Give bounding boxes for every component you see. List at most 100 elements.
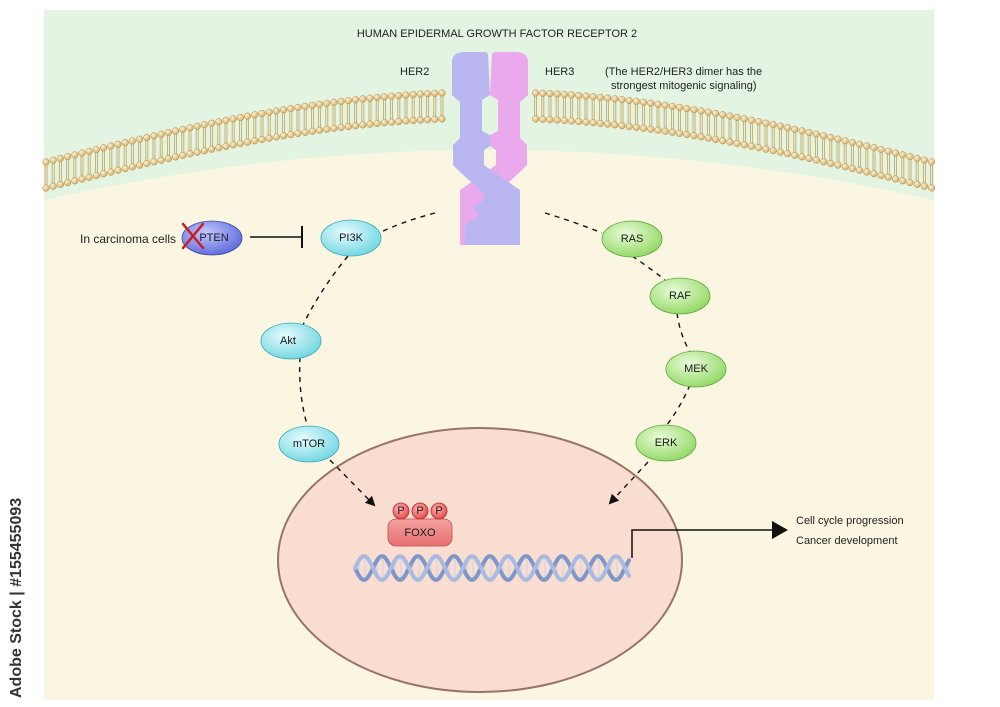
lipid-head (359, 95, 367, 103)
lipid-head (791, 151, 799, 159)
lipid-head (424, 90, 432, 98)
lipid-head (258, 135, 266, 144)
lipid-head (136, 161, 144, 169)
lipid-head (208, 119, 216, 127)
lipid-head (359, 121, 367, 129)
lipid-head (49, 156, 57, 164)
connector-mtor-foxo (329, 459, 376, 507)
lipid-head (712, 109, 720, 117)
lipid-head (316, 126, 324, 134)
lipid-head (395, 117, 403, 126)
phosphate-2-label: P (416, 505, 423, 517)
lipid-head (884, 147, 892, 155)
lipid-head (834, 135, 842, 143)
lipid-head (316, 100, 324, 108)
lipid-head (690, 132, 698, 140)
lipid-head (913, 154, 921, 162)
lipid-head (323, 99, 331, 107)
lipid-head (373, 119, 381, 127)
foxo-label: FOXO (404, 527, 436, 539)
lipid-head (229, 115, 237, 123)
lipid-head (697, 107, 705, 115)
lipid-head (424, 116, 432, 124)
phosphate-1 (392, 502, 410, 520)
lipid-head (100, 144, 108, 152)
lipid-head (632, 123, 640, 131)
nucleus (277, 427, 683, 693)
lipid-head (56, 154, 64, 162)
lipid-head (812, 156, 820, 164)
carcinoma-label: In carcinoma cells (80, 232, 176, 246)
lipid-head (856, 140, 864, 148)
lipid-head (344, 96, 352, 105)
lipid-head (546, 90, 554, 98)
lipid-head (755, 118, 763, 126)
lipid-head (640, 98, 648, 106)
mtor-label: mTOR (293, 438, 325, 450)
lipid-head (200, 121, 208, 129)
lipid-head (719, 137, 727, 145)
lipid-head (625, 96, 633, 105)
lipid-head (618, 122, 626, 130)
lipid-head (596, 119, 604, 127)
lipid-head (647, 99, 655, 107)
lipid-head (676, 129, 684, 137)
akt-node (260, 322, 322, 360)
lipid-head (748, 116, 756, 124)
lipid-head (114, 166, 122, 174)
lipid-head (856, 166, 864, 174)
connector-mek-erk (665, 384, 691, 427)
lipid-head (236, 139, 244, 148)
lipid-head (85, 173, 93, 181)
lipid-head (899, 151, 907, 159)
lipid-head (388, 118, 396, 126)
lipid-head (352, 122, 360, 130)
lipid-head (640, 124, 648, 132)
her2-label: HER2 (400, 66, 429, 78)
lipid-head (272, 133, 280, 141)
lipid-head (712, 135, 720, 143)
lipid-head (920, 156, 928, 164)
dna-strand-a (353, 554, 631, 582)
lipid-head (546, 116, 554, 124)
lipid-head (654, 100, 662, 108)
lipid-head (380, 119, 388, 127)
lipid-head (265, 108, 273, 116)
lipid-head (748, 142, 756, 150)
lipid-head (337, 97, 345, 105)
lipid-head (726, 138, 734, 146)
lipid-head (107, 142, 115, 150)
lipid-head (539, 115, 547, 123)
lipid-head (193, 122, 201, 130)
dna-strand-b (353, 554, 631, 582)
lipid-head (661, 127, 669, 135)
lipid-head (704, 134, 712, 142)
lipid-head (568, 91, 576, 99)
phosphate-2 (411, 502, 429, 520)
erk-label: ERK (655, 437, 678, 449)
lipid-head (798, 127, 806, 135)
her2-her3-dimer (452, 52, 528, 245)
lipid-head (337, 123, 345, 131)
pten-label: PTEN (199, 232, 228, 244)
lipid-head (92, 172, 100, 180)
stock-watermark-text: Adobe Stock | #155455093 (8, 498, 25, 698)
lipid-head (164, 129, 172, 137)
lipid-head (568, 117, 576, 125)
lipid-head (294, 103, 302, 111)
diagram-title: HUMAN EPIDERMAL GROWTH FACTOR RECEPTOR 2 (357, 28, 637, 40)
lipid-head (172, 127, 180, 135)
phosphate-3-label: P (435, 505, 442, 517)
lipid-head (604, 120, 612, 128)
lipid-head (388, 92, 396, 100)
lipid-head (280, 132, 288, 140)
erk-node (635, 424, 697, 462)
lipid-head (848, 138, 856, 147)
lipid-head (589, 93, 597, 101)
lipid-head (755, 144, 763, 152)
lipid-head (604, 94, 612, 102)
lipid-head (222, 116, 230, 124)
lipid-head (409, 116, 417, 125)
lipid-head (827, 159, 835, 167)
phosphate-3 (430, 502, 448, 520)
